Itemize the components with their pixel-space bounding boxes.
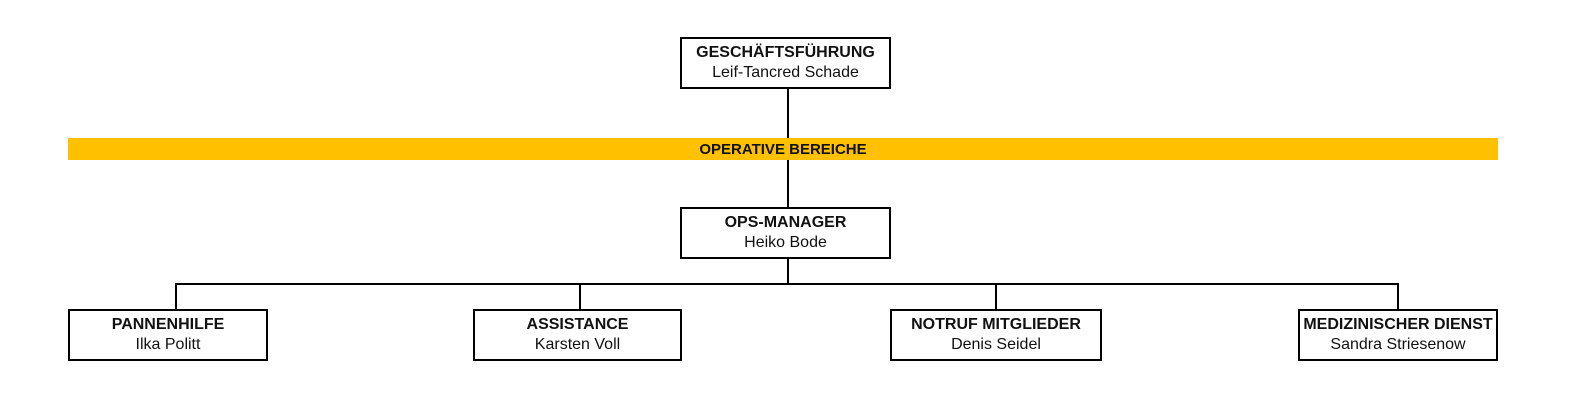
department-box-assistance: ASSISTANCE Karsten Voll xyxy=(473,309,682,361)
connector-horizontal-bus xyxy=(175,283,1399,285)
connector-manager-to-bus xyxy=(787,258,789,285)
department-title: MEDIZINISCHER DIENST xyxy=(1303,316,1493,333)
department-title: ASSISTANCE xyxy=(526,316,629,333)
connector-drop-notruf xyxy=(995,283,997,310)
department-box-notruf-mitglieder: NOTRUF MITGLIEDER Denis Seidel xyxy=(890,309,1102,361)
ops-manager-box: OPS-MANAGER Heiko Bode xyxy=(680,207,891,259)
connector-drop-pannenhilfe xyxy=(175,283,177,310)
department-name: Sandra Striesenow xyxy=(1330,336,1466,353)
department-title: PANNENHILFE xyxy=(111,316,225,333)
band-label: OPERATIVE BEREICHE xyxy=(699,140,867,158)
ops-manager-name: Heiko Bode xyxy=(744,234,827,251)
department-name: Denis Seidel xyxy=(951,336,1041,353)
executive-name: Leif-Tancred Schade xyxy=(712,64,859,81)
ops-manager-title: OPS-MANAGER xyxy=(724,214,847,231)
connector-drop-medizinisch xyxy=(1397,283,1399,310)
executive-title: GESCHÄFTSFÜHRUNG xyxy=(696,44,875,61)
department-box-pannenhilfe: PANNENHILFE Ilka Politt xyxy=(68,309,268,361)
department-name: Ilka Politt xyxy=(135,336,201,353)
department-box-medizinischer-dienst: MEDIZINISCHER DIENST Sandra Striesenow xyxy=(1298,309,1498,361)
department-name: Karsten Voll xyxy=(534,336,621,353)
executive-box: GESCHÄFTSFÜHRUNG Leif-Tancred Schade xyxy=(680,37,891,89)
connector-drop-assistance xyxy=(579,283,581,310)
department-title: NOTRUF MITGLIEDER xyxy=(911,316,1081,333)
operative-areas-band: OPERATIVE BEREICHE xyxy=(68,138,1498,160)
